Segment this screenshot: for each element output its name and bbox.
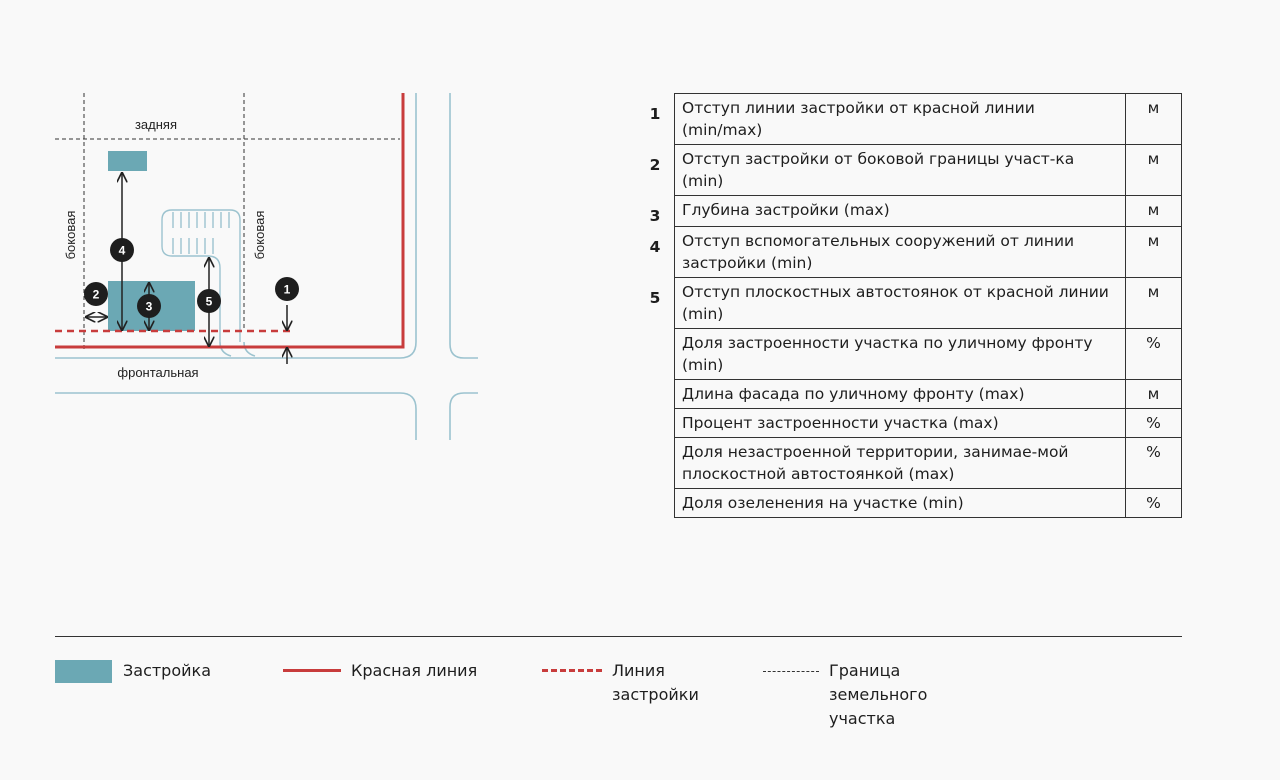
legend-plot-boundary: Граница земельного участка [763, 659, 939, 731]
label-front: фронтальная [117, 365, 198, 380]
table-row: Длина фасада по уличному фронту (max)м [636, 379, 1182, 409]
table-row: 3 Глубина застройки (max)м [636, 195, 1182, 227]
row-number: 5 [649, 288, 661, 307]
svg-text:3: 3 [146, 300, 153, 314]
row-number: 3 [649, 206, 661, 225]
badge-1: 1 [275, 277, 299, 301]
parking-area [161, 209, 241, 342]
label-side-left: боковая [63, 211, 78, 260]
parameter-name: Процент застроенности участка (max) [674, 408, 1126, 438]
svg-text:5: 5 [206, 295, 213, 309]
parameter-name: Отступ вспомогательных сооружений от лин… [674, 226, 1126, 278]
building-swatch [55, 660, 112, 683]
svg-text:2: 2 [93, 288, 100, 302]
parameter-name: Доля застроенности участка по уличному ф… [674, 328, 1126, 380]
row-number: 1 [649, 104, 661, 123]
badge-5: 5 [197, 289, 221, 313]
table-row: 1 Отступ линии застройки от красной линии… [636, 93, 1182, 145]
parameter-name: Отступ линии застройки от красной линии … [674, 93, 1126, 145]
parameter-name: Отступ плоскостных автостоянок от красно… [674, 277, 1126, 329]
parameter-unit: % [1125, 437, 1182, 489]
row-number: 2 [649, 155, 661, 174]
parameter-unit: м [1125, 379, 1182, 409]
parameter-unit: м [1125, 144, 1182, 196]
dimension-arrows [86, 173, 287, 364]
red-line [55, 93, 405, 349]
badge-3: 3 [137, 294, 161, 318]
row-number [636, 329, 675, 380]
row-number [636, 409, 675, 438]
legend-divider [55, 636, 1182, 637]
badge-4: 4 [110, 238, 134, 262]
road-curbs [55, 93, 478, 440]
legend-building-label: Застройка [123, 661, 211, 680]
plot-boundaries [55, 93, 400, 349]
svg-text:4: 4 [119, 244, 126, 258]
table-row: Процент застроенности участка (max)% [636, 408, 1182, 438]
legend-building: Застройка [55, 659, 211, 683]
parameter-unit: % [1125, 328, 1182, 380]
badge-2: 2 [84, 282, 108, 306]
parameter-unit: м [1125, 226, 1182, 278]
table-row: Доля застроенности участка по уличному ф… [636, 328, 1182, 380]
row-number [636, 380, 675, 409]
label-side-right: боковая [252, 211, 267, 260]
table-row: 2 Отступ застройки от боковой границы уча… [636, 144, 1182, 196]
plot-boundary-swatch [763, 671, 819, 672]
svg-text:1: 1 [284, 283, 291, 297]
parameter-unit: м [1125, 277, 1182, 329]
label-rear: задняя [135, 117, 177, 132]
table-row: Доля незастроенной территории, занимае-м… [636, 437, 1182, 489]
legend-build-line: Линия застройки [542, 659, 722, 707]
parameter-name: Глубина застройки (max) [674, 195, 1126, 227]
legend-red-line: Красная линия [283, 659, 477, 683]
row-number [636, 489, 675, 518]
parameter-unit: % [1125, 408, 1182, 438]
legend-build-line-label: Линия застройки [612, 661, 699, 704]
legend-plot-boundary-label: Граница земельного участка [829, 661, 928, 728]
parameter-unit: м [1125, 93, 1182, 145]
build-line-swatch [542, 669, 602, 672]
red-line-swatch [283, 669, 341, 672]
legend-red-line-label: Красная линия [351, 661, 478, 680]
parameter-name: Отступ застройки от боковой границы учас… [674, 144, 1126, 196]
parameter-unit: м [1125, 195, 1182, 227]
row-number [636, 438, 675, 489]
table-row: 5 Отступ плоскостных автостоянок от красн… [636, 277, 1182, 329]
table-row: 4 Отступ вспомогательных сооружений от ли… [636, 226, 1182, 278]
row-number: 4 [649, 237, 661, 256]
auxiliary-building [108, 151, 147, 171]
parameter-unit: % [1125, 488, 1182, 518]
table-row: Доля озеленения на участке (min)% [636, 488, 1182, 518]
parameter-name: Доля озеленения на участке (min) [674, 488, 1126, 518]
parameter-name: Доля незастроенной территории, занимае-м… [674, 437, 1126, 489]
parameters-table: 1 Отступ линии застройки от красной линии… [636, 93, 1182, 518]
parameter-name: Длина фасада по уличному фронту (max) [674, 379, 1126, 409]
site-plan-diagram: 1 2 3 4 5 задняя боковая боковая фронтал… [55, 93, 478, 440]
